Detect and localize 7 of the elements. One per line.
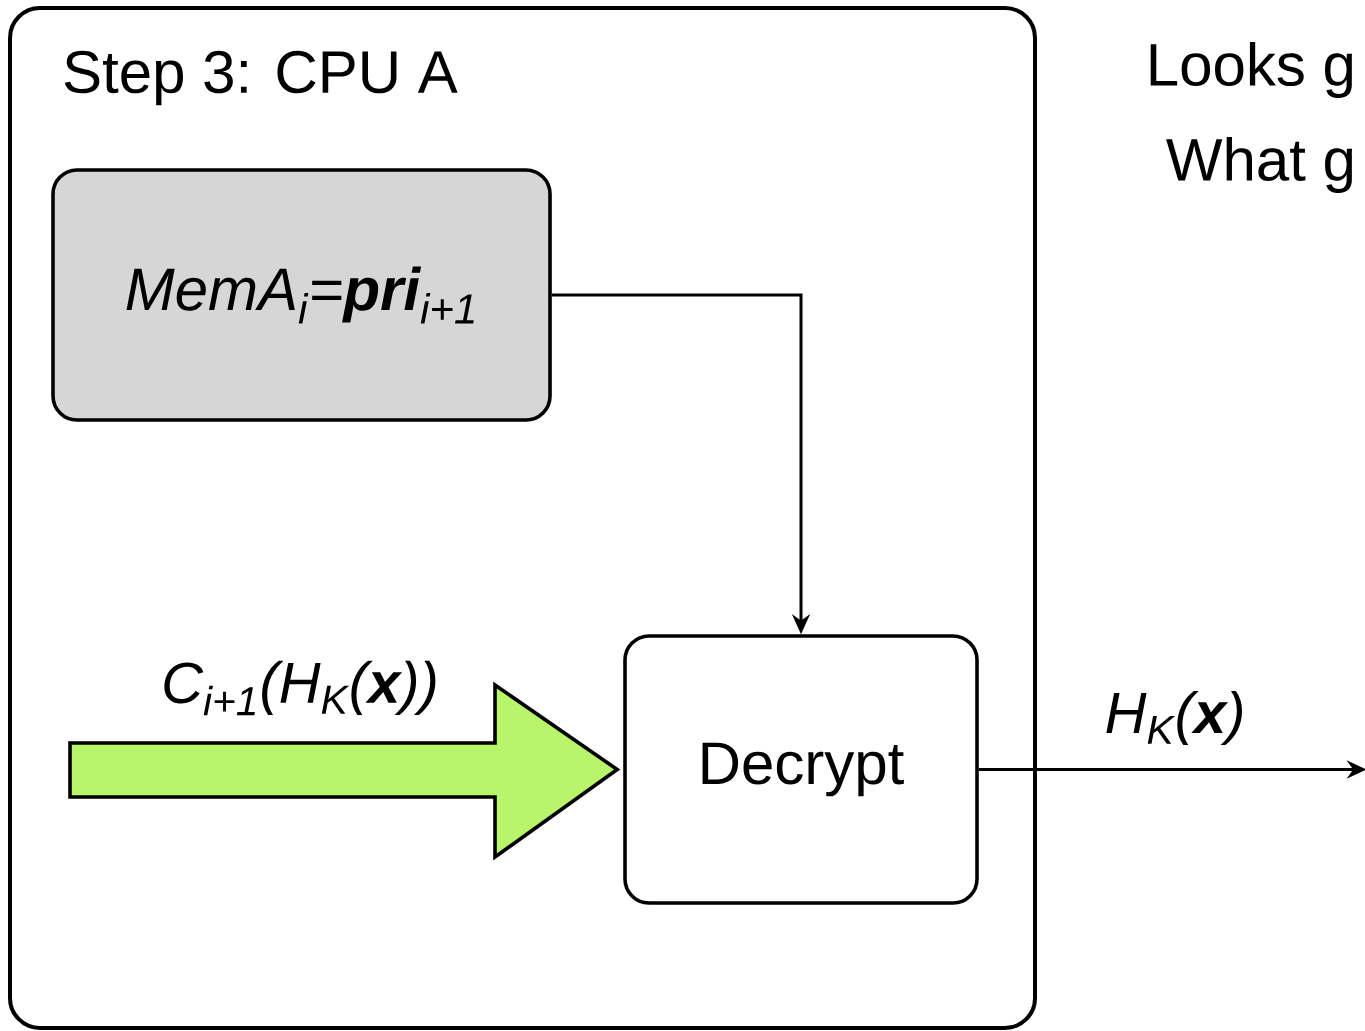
note-text: Looks g [1150, 42, 1352, 98]
edge-label: H$_{K}$(x) [1106, 690, 1242, 745]
edge-label: C$_{i+1}$(H$_{K}$(x)) [164, 660, 436, 716]
memory-box: MemA$_{i}$=pri$_{i+1}$ [51, 168, 552, 422]
block-arrow [68, 681, 621, 861]
process-box: Decrypt [623, 634, 979, 905]
note-text: What g [1166, 137, 1353, 193]
